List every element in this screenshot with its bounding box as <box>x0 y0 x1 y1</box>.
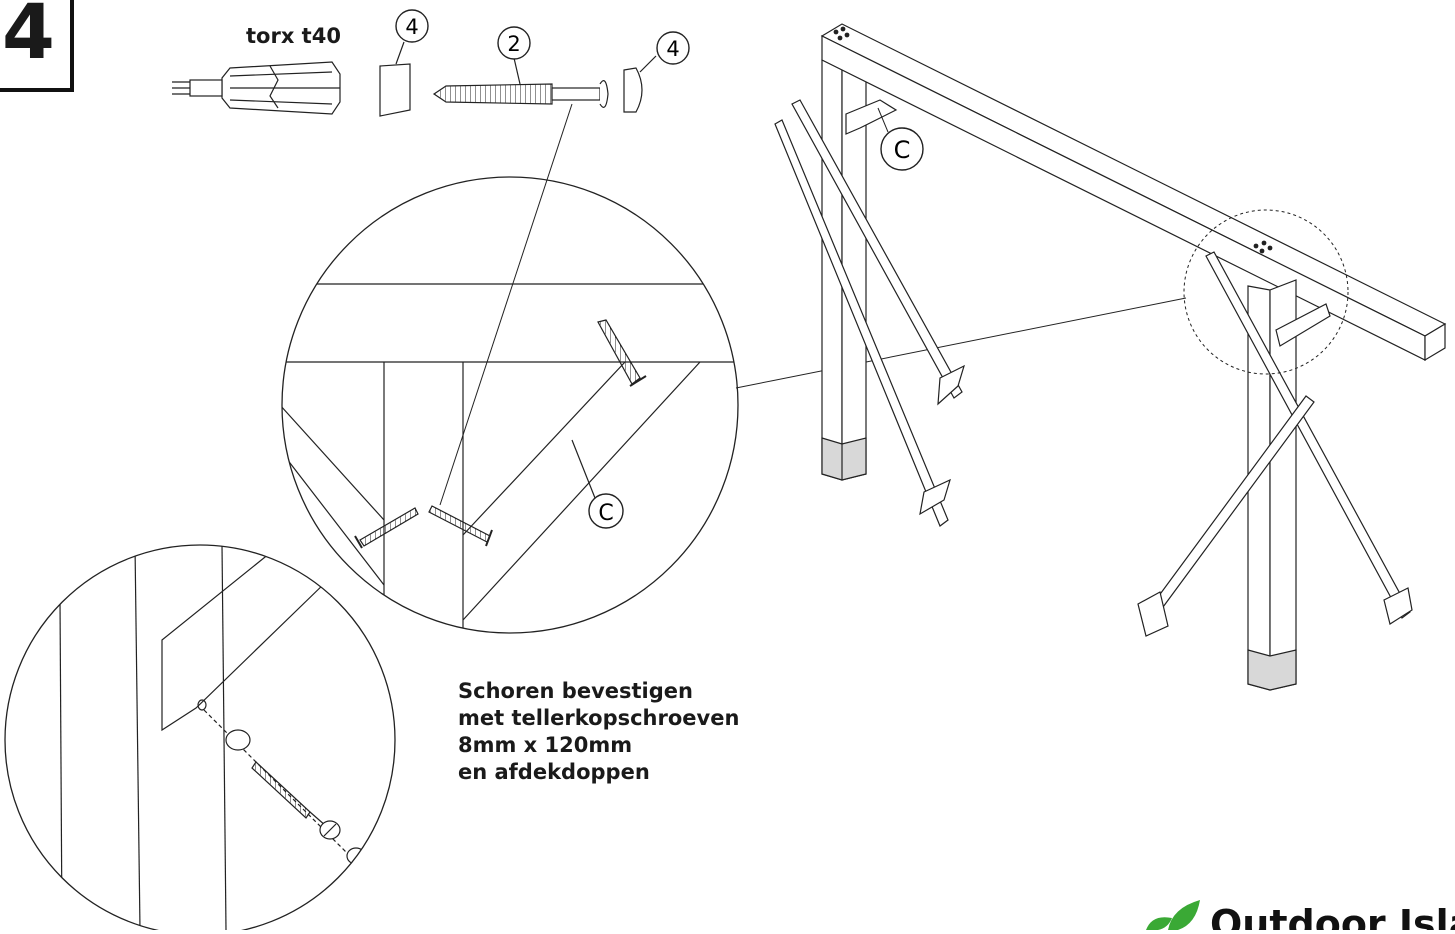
part-callout-label: 4 <box>666 37 679 61</box>
detail-zoom-circle: C <box>281 176 739 634</box>
step-number-box: 4 <box>0 0 74 92</box>
brand-logo: Outdoor Island <box>1138 898 1455 930</box>
cover-cap-part <box>379 41 411 117</box>
brand-name: Outdoor Island <box>1210 902 1455 930</box>
brace-callout: C <box>877 107 924 171</box>
instruction-line: 8mm x 120mm <box>458 733 633 757</box>
step-number: 4 <box>2 0 55 76</box>
bolt-holes <box>833 26 1273 254</box>
brace-callout-label: C <box>894 136 911 164</box>
part-callout: 4 <box>656 31 690 65</box>
cover-cap-side-part <box>623 55 657 113</box>
part-callout: 2 <box>497 26 531 60</box>
leader-line <box>439 103 573 506</box>
part-callout-label: 4 <box>405 15 418 39</box>
instruction-line: met tellerkopschroeven <box>458 706 740 730</box>
instruction-text: Schoren bevestigen met tellerkopschroeve… <box>458 678 739 786</box>
brace-callout-label: C <box>598 501 613 526</box>
leader-line <box>735 297 1187 389</box>
part-callout-label: 2 <box>507 32 520 56</box>
torx-bit-icon <box>172 61 341 115</box>
instruction-line: Schoren bevestigen <box>458 679 693 703</box>
tool-label: torx t40 <box>246 24 341 48</box>
cap-detail-circle <box>4 544 396 934</box>
screw-part <box>432 57 609 108</box>
leaf-icon <box>1146 900 1200 930</box>
instruction-line: en afdekdoppen <box>458 760 650 784</box>
zoom-indicator-circle <box>1183 209 1349 375</box>
frame-assembly <box>774 23 1447 691</box>
part-callout: 4 <box>395 9 429 43</box>
